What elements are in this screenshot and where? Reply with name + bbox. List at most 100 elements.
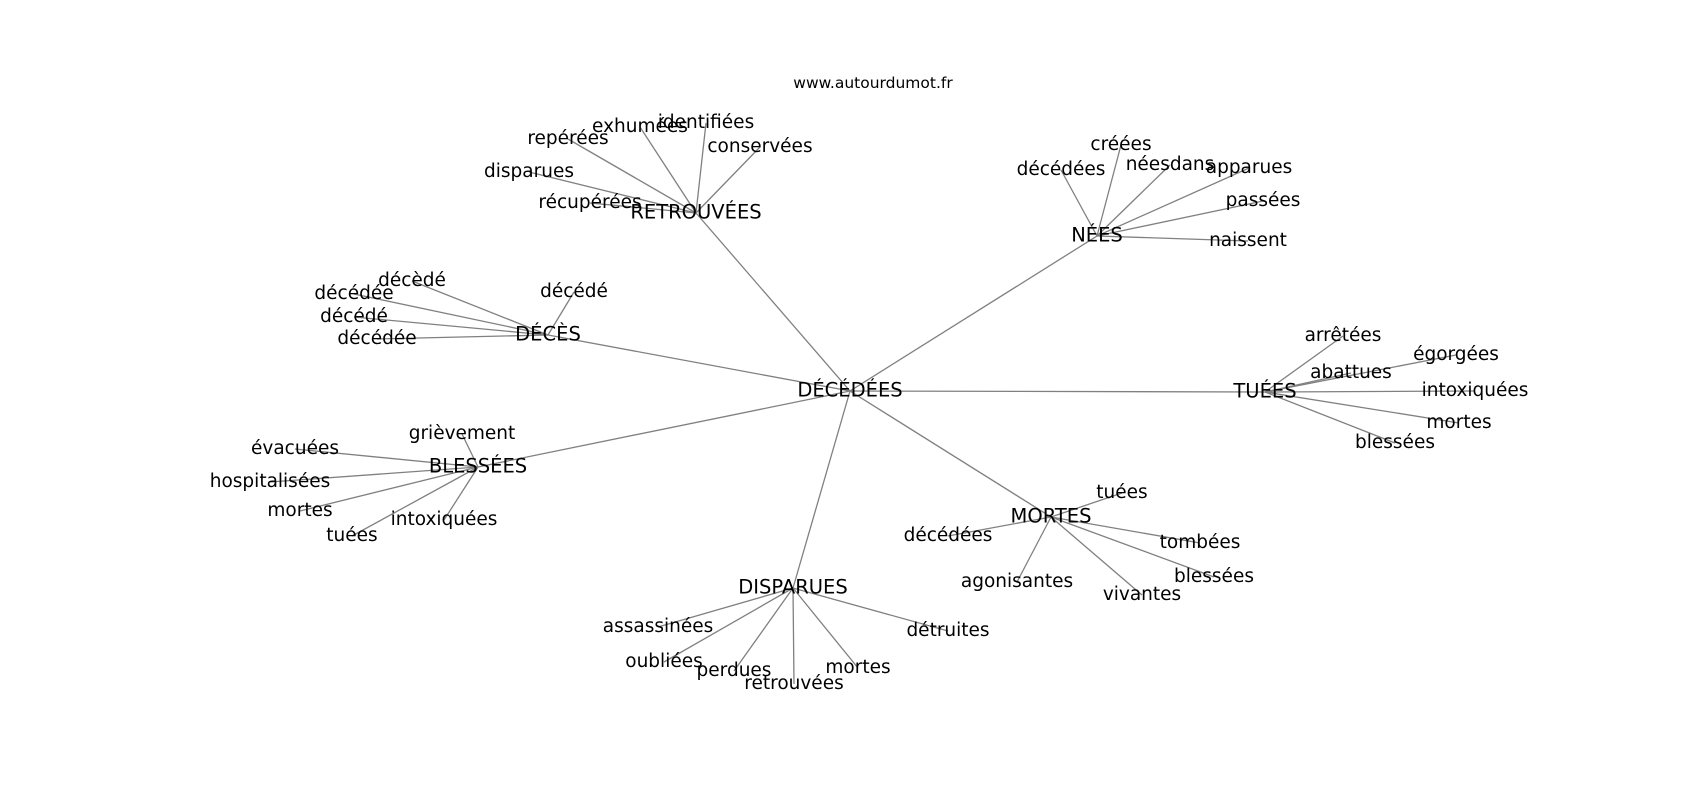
leaf-node-disparues[interactable]: assassinées	[603, 616, 714, 637]
leaf-node-retrouvees[interactable]: disparues	[484, 161, 574, 182]
hub-node-deces[interactable]: DÉCÈS	[515, 323, 581, 346]
leaf-node-deces[interactable]: décédée	[337, 328, 416, 349]
edge	[1050, 492, 1123, 518]
leaf-node-tuees[interactable]: abattues	[1310, 362, 1392, 383]
edge	[663, 587, 794, 663]
edge	[1264, 354, 1457, 393]
leaf-node-mortes[interactable]: tuées	[1096, 482, 1147, 503]
leaf-node-retrouvees[interactable]: conservées	[707, 136, 812, 157]
hub-node-blessees[interactable]: BLESSÉES	[429, 455, 527, 478]
leaf-node-tuees[interactable]: intoxiquées	[1422, 380, 1529, 401]
leaf-node-blessees[interactable]: grièvement	[409, 423, 516, 444]
edge	[1264, 372, 1352, 393]
edge	[639, 126, 697, 214]
edge	[351, 466, 479, 537]
leaf-node-blessees[interactable]: hospitalisées	[210, 471, 330, 492]
edge	[695, 212, 851, 392]
leaf-node-retrouvees[interactable]: récupérées	[538, 192, 641, 213]
leaf-node-disparues[interactable]: détruites	[906, 620, 989, 641]
leaf-node-nees[interactable]: néesdans	[1126, 154, 1215, 175]
edge	[1050, 516, 1215, 578]
edge	[947, 516, 1052, 537]
edge	[792, 587, 859, 669]
edge	[589, 202, 697, 214]
leaf-node-nees[interactable]: décédées	[1017, 159, 1106, 180]
edge	[1096, 167, 1250, 237]
edge	[849, 390, 1266, 393]
leaf-node-deces[interactable]: décédé	[540, 281, 608, 302]
leaf-node-mortes[interactable]: blessées	[1174, 566, 1254, 587]
edge	[792, 587, 949, 632]
edge	[376, 334, 549, 340]
edge	[528, 171, 697, 214]
hub-node-nees[interactable]: NÉES	[1071, 224, 1123, 247]
leaf-node-retrouvees[interactable]: exhumées	[592, 116, 688, 137]
edge	[1060, 169, 1098, 237]
edge	[792, 587, 795, 685]
edge	[547, 334, 851, 392]
hub-node-mortes[interactable]: MORTES	[1011, 505, 1092, 528]
leaf-node-blessees[interactable]: intoxiquées	[391, 509, 498, 530]
edge	[1050, 516, 1143, 596]
leaf-node-nees[interactable]: passées	[1226, 190, 1301, 211]
hub-node-retrouvees[interactable]: RETROUVÉES	[630, 201, 761, 224]
graph-edges	[269, 122, 1476, 685]
leaf-node-blessees[interactable]: évacuées	[251, 438, 339, 459]
leaf-node-nees[interactable]: créées	[1090, 134, 1151, 155]
edge	[353, 316, 549, 336]
leaf-node-disparues[interactable]: oubliées	[625, 651, 702, 672]
leaf-node-mortes[interactable]: vivantes	[1103, 584, 1181, 605]
edge	[792, 390, 851, 589]
leaf-node-blessees[interactable]: tuées	[326, 525, 377, 546]
edge	[353, 293, 549, 336]
leaf-node-mortes[interactable]: agonisantes	[961, 571, 1073, 592]
edge	[294, 448, 479, 468]
edge	[477, 390, 851, 468]
edge	[733, 587, 794, 672]
leaf-node-blessees[interactable]: mortes	[267, 500, 332, 521]
edge	[1264, 391, 1396, 444]
leaf-node-nees[interactable]: naissent	[1209, 230, 1287, 251]
leaf-node-tuees[interactable]: arrêtées	[1305, 325, 1382, 346]
leaf-node-tuees[interactable]: blessées	[1355, 432, 1435, 453]
leaf-node-deces[interactable]: décèdé	[378, 270, 446, 291]
edge	[547, 291, 575, 336]
edge	[1096, 200, 1264, 237]
edge	[1264, 390, 1476, 393]
leaf-node-deces[interactable]: décédé	[320, 306, 388, 327]
edge	[567, 138, 697, 214]
leaf-node-tuees[interactable]: mortes	[1426, 412, 1491, 433]
edge	[695, 146, 761, 214]
edge	[849, 390, 1052, 518]
leaf-node-deces[interactable]: décédée	[314, 283, 393, 304]
edge	[1096, 164, 1171, 237]
edge	[657, 587, 794, 628]
edge	[849, 235, 1098, 392]
leaf-node-disparues[interactable]: mortes	[825, 657, 890, 678]
leaf-node-mortes[interactable]: tombées	[1160, 532, 1241, 553]
edge	[1016, 516, 1052, 583]
edge	[1264, 335, 1344, 393]
leaf-node-retrouvees[interactable]: repérées	[527, 128, 608, 149]
leaf-node-nees[interactable]: apparues	[1206, 157, 1293, 178]
edge	[461, 433, 479, 468]
edge	[269, 466, 479, 483]
hub-node-disparues[interactable]: DISPARUES	[738, 576, 848, 599]
leaf-node-mortes[interactable]: décédées	[904, 525, 993, 546]
edge	[1050, 516, 1201, 544]
root-node[interactable]: DÉCÉDÉES	[797, 379, 902, 402]
hub-node-tuees[interactable]: TUÉES	[1232, 380, 1296, 403]
edge	[411, 280, 549, 336]
leaf-node-retrouvees[interactable]: identifiées	[658, 112, 754, 133]
leaf-node-disparues[interactable]: retrouvées	[744, 673, 843, 694]
edge	[695, 122, 707, 214]
edge	[443, 466, 479, 521]
site-url: www.autourdumot.fr	[793, 74, 953, 92]
edge	[299, 466, 479, 512]
leaf-node-disparues[interactable]: perdues	[697, 660, 772, 681]
edge	[1264, 391, 1460, 424]
leaf-node-tuees[interactable]: égorgées	[1413, 344, 1499, 365]
edge	[1096, 235, 1249, 242]
